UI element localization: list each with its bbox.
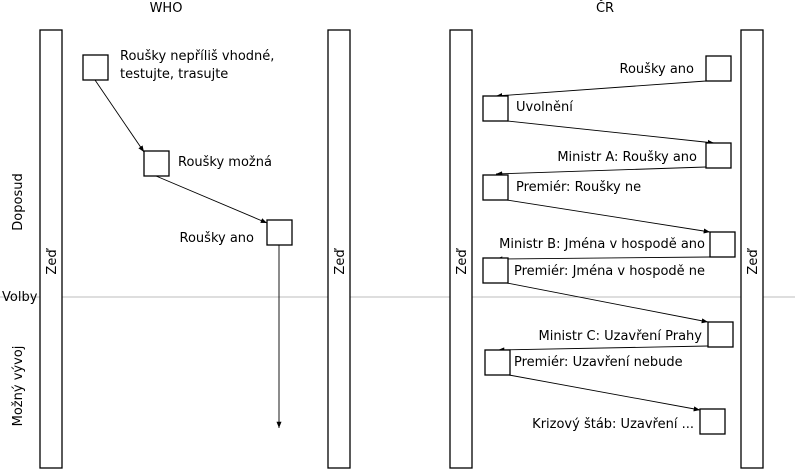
- cr-connector-8: [508, 374, 701, 412]
- cr-header: ČR: [596, 0, 614, 16]
- event-label: Ministr A: Roušky ano: [557, 150, 697, 165]
- event-box: [82, 54, 109, 81]
- event-label: Premiér: Roušky ne: [516, 180, 641, 195]
- wall-label: Zeď: [45, 248, 60, 275]
- cr-event-7: Ministr C: Uzavření Prahy: [538, 321, 734, 348]
- who-event-1: Roušky nepříliš vhodné, testujte, trasuj…: [82, 49, 274, 82]
- event-box: [266, 219, 293, 246]
- cr-event-8: Premiér: Uzavření nebude: [484, 349, 683, 376]
- event-label: Krizový štáb: Uzavření ...: [532, 417, 694, 432]
- event-label: Roušky ano: [620, 62, 695, 77]
- event-box: [482, 95, 509, 122]
- cr-connector-1: [495, 80, 707, 99]
- cr-event-5: Ministr B: Jména v hospodě ano: [499, 231, 736, 258]
- phase-future-label: Možný vývoj: [11, 346, 26, 427]
- event-label: Uvolnění: [516, 100, 573, 115]
- event-box: [709, 231, 736, 258]
- cr-connector-7: [497, 345, 709, 353]
- event-label: Roušky možná: [178, 155, 272, 170]
- event-label: Ministr B: Jména v hospodě ano: [499, 237, 705, 252]
- wall-who-left: Zeď: [39, 29, 63, 469]
- event-box: [705, 142, 732, 169]
- event-box: [143, 150, 170, 177]
- phase-past-label: Doposud: [11, 173, 26, 230]
- event-box: [482, 257, 509, 284]
- who-event-2: Roušky možná: [143, 150, 272, 177]
- event-box: [707, 321, 734, 348]
- wall-cr-right: Zeď: [740, 29, 764, 469]
- who-connector-1: [94, 79, 145, 153]
- cr-connector-5: [495, 256, 711, 262]
- cr-connector-6: [506, 282, 709, 324]
- wall-cr-left: Zeď: [449, 29, 473, 469]
- event-box: [699, 408, 726, 435]
- event-box: [482, 174, 509, 201]
- event-box: [484, 349, 511, 376]
- event-label-line2: testujte, trasujte: [120, 67, 228, 82]
- phase-divider-label: Volby: [2, 290, 38, 305]
- cr-connector-4: [506, 199, 711, 234]
- cr-event-9: Krizový štáb: Uzavření ...: [532, 408, 726, 435]
- who-header: WHO: [150, 1, 183, 16]
- event-label: Ministr C: Uzavření Prahy: [538, 329, 702, 344]
- cr-connector-3: [495, 166, 707, 177]
- wall-who-right: Zeď: [327, 29, 351, 469]
- wall-label: Zeď: [746, 248, 761, 275]
- event-label: Premiér: Uzavření nebude: [514, 355, 683, 370]
- event-box: [705, 55, 732, 82]
- cr-event-6: Premiér: Jména v hospodě ne: [482, 257, 705, 284]
- event-label: Roušky ano: [180, 231, 255, 246]
- wall-label: Zeď: [333, 248, 348, 275]
- wall-label: Zeď: [455, 248, 470, 275]
- event-label: Roušky nepříliš vhodné,: [120, 49, 274, 64]
- cr-event-2: Uvolnění: [482, 95, 573, 122]
- who-event-3: Roušky ano: [180, 219, 293, 246]
- cr-event-1: Roušky ano: [620, 55, 732, 82]
- cr-connector-2: [506, 120, 715, 145]
- event-label: Premiér: Jména v hospodě ne: [514, 264, 705, 279]
- cr-event-3: Ministr A: Roušky ano: [557, 142, 732, 169]
- cr-event-4: Premiér: Roušky ne: [482, 174, 641, 201]
- who-connector-2: [155, 175, 268, 224]
